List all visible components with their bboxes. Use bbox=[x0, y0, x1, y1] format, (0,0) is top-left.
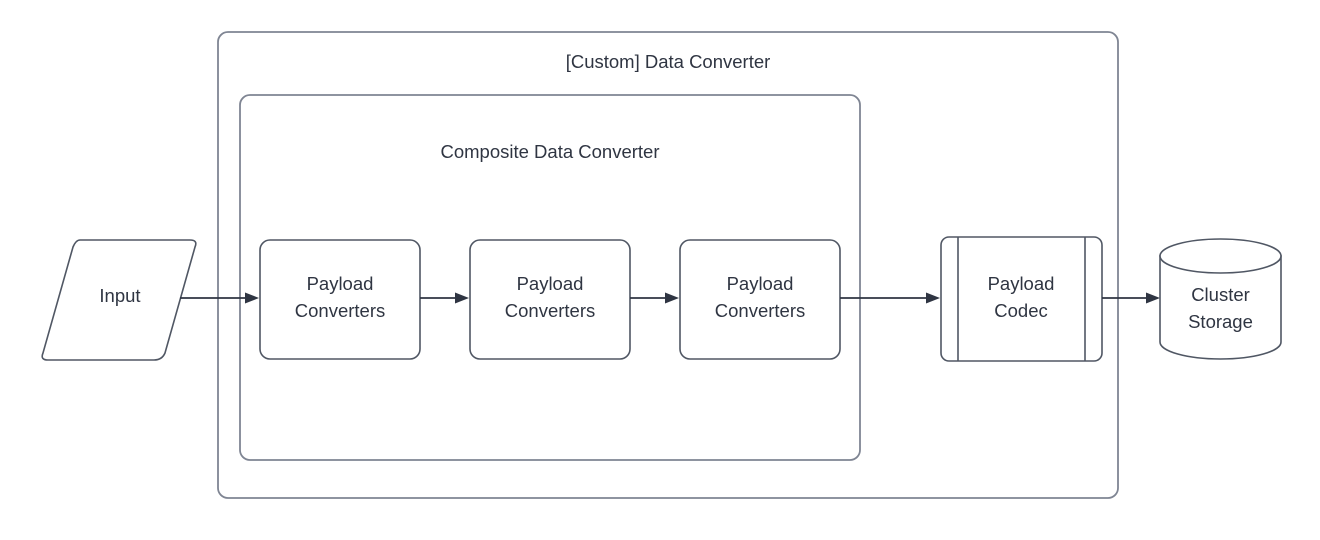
container-composite-data-converter[interactable]: Composite Data Converter bbox=[239, 94, 861, 461]
edge-pc2-to-pc3-arrowhead bbox=[665, 292, 679, 304]
container-composite-data-converter-outline bbox=[239, 94, 861, 461]
edge-input-to-pc1 bbox=[180, 292, 259, 304]
edge-codec-to-storage-arrowhead bbox=[1146, 292, 1160, 304]
node-payload-codec[interactable]: Payload Codec bbox=[940, 236, 1103, 362]
node-payload-converters-1-label-line2: Converters bbox=[295, 300, 385, 321]
edge-pc2-to-pc3 bbox=[630, 292, 679, 304]
container-custom-data-converter-outline bbox=[217, 31, 1119, 499]
node-payload-converters-2[interactable]: Payload Converters bbox=[469, 239, 631, 360]
node-payload-converters-3[interactable]: Payload Converters bbox=[679, 239, 841, 360]
edge-codec-to-storage bbox=[1102, 292, 1160, 304]
node-cluster-storage[interactable]: Cluster Storage bbox=[1159, 238, 1282, 360]
node-input-label: Input bbox=[99, 285, 140, 306]
node-payload-codec-shape bbox=[940, 236, 1103, 362]
node-input[interactable]: Input bbox=[41, 239, 197, 361]
node-payload-codec-label-line1: Payload bbox=[988, 273, 1055, 294]
node-cluster-storage-label-line1: Cluster bbox=[1191, 284, 1250, 305]
edge-pc1-to-pc2 bbox=[420, 292, 469, 304]
node-payload-converters-1[interactable]: Payload Converters bbox=[259, 239, 421, 360]
node-payload-converters-2-label-line1: Payload bbox=[517, 273, 584, 294]
edge-pc3-to-codec bbox=[840, 292, 940, 304]
container-composite-data-converter-label: Composite Data Converter bbox=[440, 141, 659, 162]
node-payload-converters-3-label-line1: Payload bbox=[727, 273, 794, 294]
node-payload-converters-3-shape bbox=[679, 239, 841, 360]
node-cluster-storage-label-line2: Storage bbox=[1188, 311, 1253, 332]
node-payload-converters-1-label-line1: Payload bbox=[307, 273, 374, 294]
edge-input-to-pc1-arrowhead bbox=[245, 292, 259, 304]
node-cluster-storage-top bbox=[1159, 238, 1282, 274]
node-payload-converters-2-label-line2: Converters bbox=[505, 300, 595, 321]
node-payload-converters-2-shape bbox=[469, 239, 631, 360]
edge-pc3-to-codec-arrowhead bbox=[926, 292, 940, 304]
edge-pc1-to-pc2-arrowhead bbox=[455, 292, 469, 304]
node-cluster-storage-body bbox=[1159, 255, 1282, 360]
node-payload-codec-label-line2: Codec bbox=[994, 300, 1047, 321]
container-custom-data-converter-label: [Custom] Data Converter bbox=[566, 51, 771, 72]
container-custom-data-converter[interactable]: [Custom] Data Converter bbox=[217, 31, 1119, 499]
node-input-shape bbox=[41, 239, 197, 361]
node-payload-converters-3-label-line2: Converters bbox=[715, 300, 805, 321]
node-payload-converters-1-shape bbox=[259, 239, 421, 360]
